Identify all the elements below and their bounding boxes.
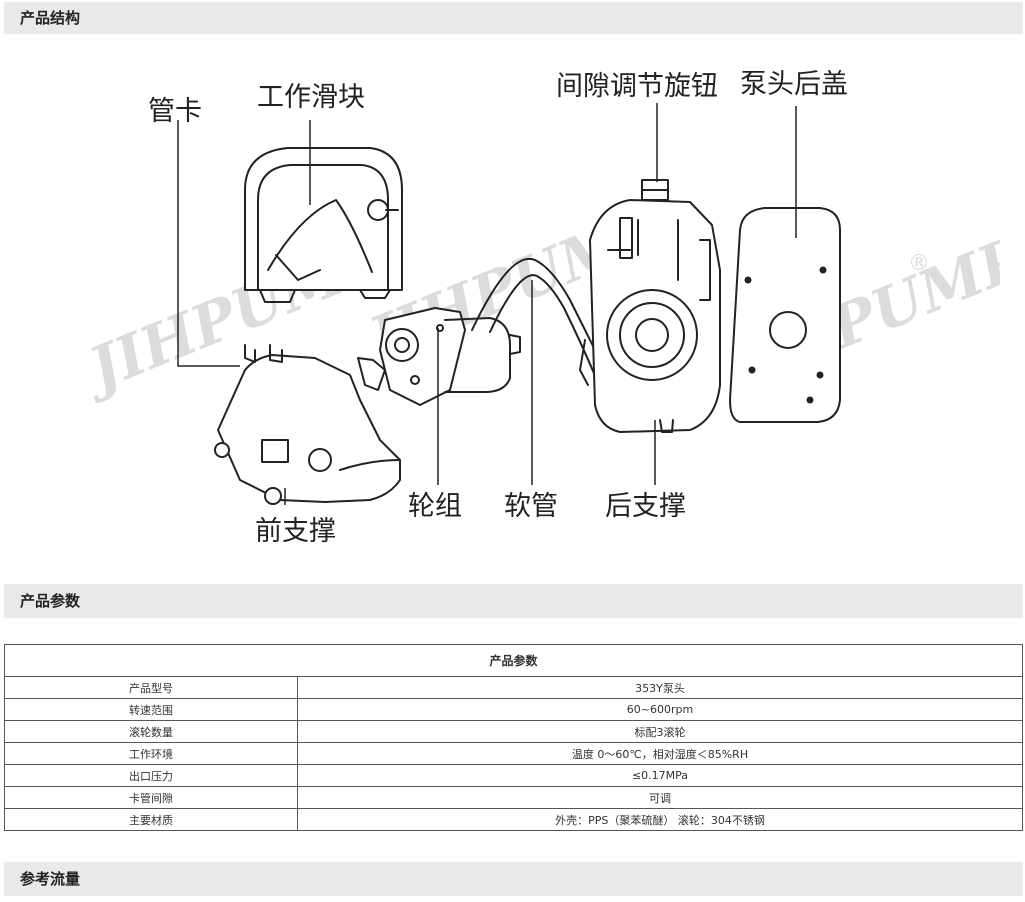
param-value: 温度 0～60℃，相对湿度＜85%RH (297, 742, 1023, 765)
table-row: 工作环境 温度 0～60℃，相对湿度＜85%RH (4, 742, 1023, 765)
label-rear-cover: 泵头后盖 (740, 69, 848, 100)
param-key: 产品型号 (4, 676, 298, 699)
param-key: 转速范围 (4, 698, 298, 721)
param-key: 工作环境 (4, 742, 298, 765)
section-header-flow: 参考流量 (4, 862, 1023, 896)
table-row: 出口压力 ≤0.17MPa (4, 764, 1023, 787)
table-row: 主要材质 外壳：PPS（聚苯硫醚） 滚轮：304不锈钢 (4, 808, 1023, 831)
param-value: 60~600rpm (297, 698, 1023, 721)
params-table-title-row: 产品参数 (4, 644, 1023, 677)
label-gap-knob: 间隙调节旋钮 (556, 71, 718, 102)
label-rotor: 轮组 (408, 491, 462, 522)
rear-cover-part (729, 207, 841, 423)
param-key: 主要材质 (4, 808, 298, 831)
pump-housing-part (579, 199, 721, 433)
table-row: 转速范围 60~600rpm (4, 698, 1023, 721)
params-table-title: 产品参数 (4, 644, 1023, 677)
param-key: 滚轮数量 (4, 720, 298, 743)
section-header-structure: 产品结构 (4, 2, 1023, 34)
param-key: 出口压力 (4, 764, 298, 787)
label-tube-clip: 管卡 (148, 96, 202, 127)
param-value: 353Y泵头 (297, 676, 1023, 699)
front-support-part (214, 344, 401, 505)
param-key: 卡管间隙 (4, 786, 298, 809)
param-value: ≤0.17MPa (297, 764, 1023, 787)
rotor-part (357, 307, 521, 406)
param-value: 外壳：PPS（聚苯硫醚） 滚轮：304不锈钢 (297, 808, 1023, 831)
label-slider: 工作滑块 (257, 82, 365, 113)
table-row: 卡管间隙 可调 (4, 786, 1023, 809)
leader-tube-clip (177, 120, 240, 367)
slider-part (244, 147, 403, 303)
param-value: 标配3滚轮 (297, 720, 1023, 743)
table-row: 产品型号 353Y泵头 (4, 676, 1023, 699)
exploded-view-diagram: JIHPUMP JIHPUMP JIHPUMP ® (40, 40, 1000, 565)
label-rear-support: 后支撑 (605, 491, 686, 522)
label-hose: 软管 (504, 491, 558, 522)
gap-knob-part (641, 179, 669, 201)
registered-mark: ® (908, 251, 930, 276)
param-value: 可调 (297, 786, 1023, 809)
section-header-params: 产品参数 (4, 584, 1023, 618)
params-table: 产品参数 产品型号 353Y泵头 转速范围 60~600rpm 滚轮数量 标配3… (4, 644, 1023, 831)
table-row: 滚轮数量 标配3滚轮 (4, 720, 1023, 743)
label-front-support: 前支撑 (255, 516, 336, 547)
